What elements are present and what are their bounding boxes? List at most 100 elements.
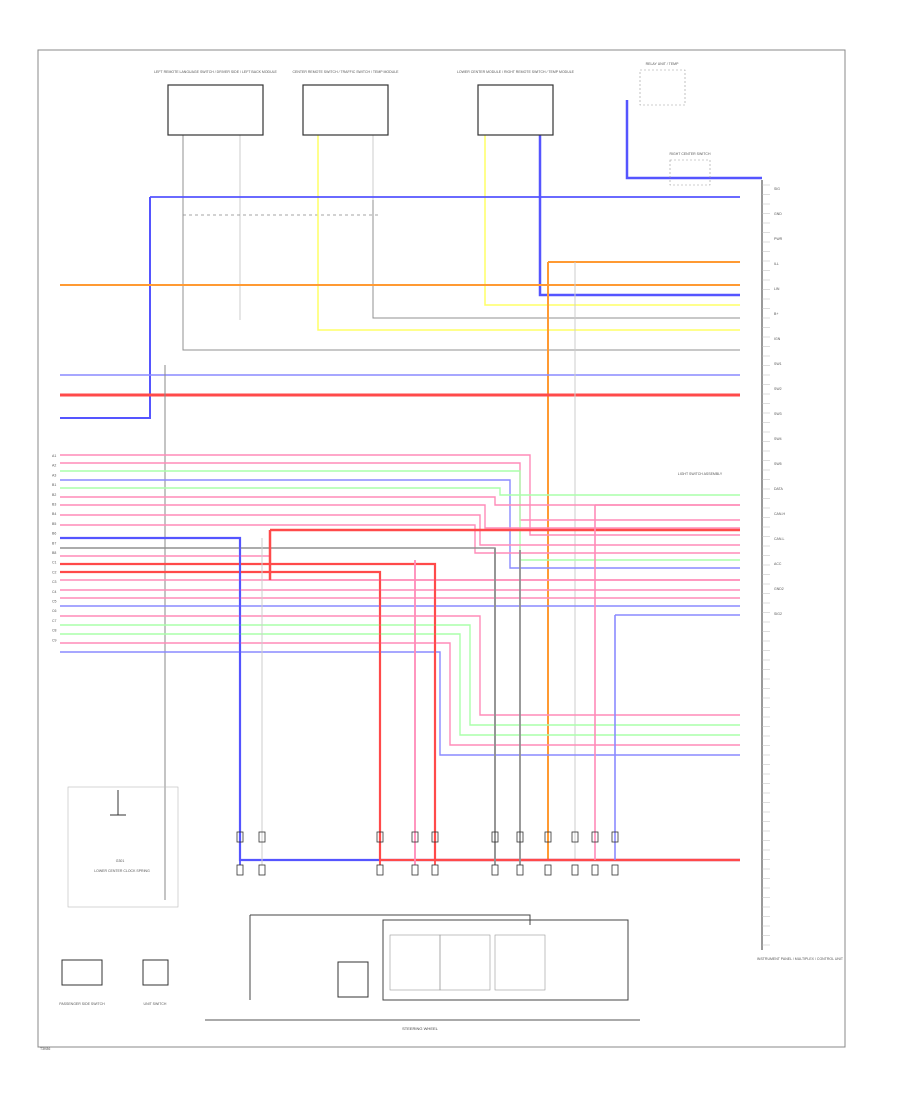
passenger-switch-label: PASSENGER SIDE SWITCH bbox=[59, 1002, 105, 1006]
lower-left-frame bbox=[67, 786, 179, 908]
components-layer bbox=[61, 69, 770, 1021]
bottom-connector bbox=[258, 831, 266, 843]
bundle-wire bbox=[60, 470, 740, 561]
bottom-connector bbox=[571, 831, 579, 843]
bundle-wire bbox=[60, 547, 740, 861]
center-switch-module-box bbox=[302, 84, 389, 136]
steering-sub-box-2 bbox=[439, 934, 491, 991]
bottom-connector bbox=[411, 864, 419, 876]
right-center-switch-label: RIGHT CENTER SWITCH bbox=[670, 152, 711, 156]
left-pin-label: A3 bbox=[52, 473, 56, 477]
left-switch-module-label: LEFT REMOTE LANGUAGE SWITCH / DRIVER SID… bbox=[154, 70, 277, 74]
bottom-connector bbox=[431, 831, 439, 843]
top-right-relay-label: RELAY UNIT / TEMP bbox=[646, 62, 679, 66]
right-pin-label: SW3 bbox=[774, 412, 782, 416]
left-pin-label: C5 bbox=[52, 600, 57, 604]
right-pin-label: GND2 bbox=[774, 587, 784, 591]
right-pin-label: ACC bbox=[774, 562, 782, 566]
labels-layer: LEFT REMOTE LANGUAGE SWITCH / DRIVER SID… bbox=[40, 62, 844, 1051]
left-pin-label: B5 bbox=[52, 522, 56, 526]
blue-wire-relay bbox=[625, 100, 762, 180]
bottom-connector bbox=[376, 864, 384, 876]
center-switch-module-label: CENTER REMOTE SWITCH / TRAFFIC SWITCH / … bbox=[293, 70, 400, 74]
left-pin-label: C2 bbox=[52, 570, 57, 574]
passenger-switch-box bbox=[61, 959, 103, 986]
right-pin-label: SW4 bbox=[774, 437, 782, 441]
right-pin-label: ILL bbox=[774, 262, 779, 266]
speaker-unit-box bbox=[142, 959, 169, 986]
top-right-relay-box bbox=[639, 69, 686, 106]
left-pin-label: B6 bbox=[52, 532, 56, 536]
bottom-connector bbox=[376, 831, 384, 843]
bottom-connector bbox=[516, 831, 524, 843]
left-pin-label: A1 bbox=[52, 454, 56, 458]
bundle-wire bbox=[60, 624, 740, 726]
speaker-unit-label: UNIT SWITCH bbox=[144, 1002, 167, 1006]
right-center-switch-box bbox=[669, 159, 711, 186]
assist-module-label: LIGHT SWITCH ASSEMBLY bbox=[678, 472, 723, 476]
bundle-wire bbox=[60, 524, 740, 554]
bundle-wire bbox=[60, 642, 740, 746]
gray-wire-2 bbox=[372, 200, 740, 319]
left-pin-label: C7 bbox=[52, 619, 57, 623]
right-switch-module-box bbox=[477, 84, 554, 136]
right-pin-label: IGN bbox=[774, 337, 781, 341]
main-module-label: INSTRUMENT PANEL / MULTIPLEX / CONTROL U… bbox=[757, 957, 844, 961]
left-pin-label: B2 bbox=[52, 493, 56, 497]
bundle-wire bbox=[60, 536, 740, 862]
left-pin-label: B4 bbox=[52, 512, 56, 516]
bundle-wire bbox=[60, 487, 740, 496]
right-pin-label: LIN bbox=[774, 287, 780, 291]
bundle-wire bbox=[60, 496, 740, 506]
clock-spring-label: LOWER CENTER CLOCK SPRING bbox=[94, 869, 150, 873]
right-pin-label: SW5 bbox=[774, 462, 782, 466]
wires-layer bbox=[60, 100, 762, 900]
bundle-wire bbox=[60, 479, 740, 569]
page-frame bbox=[37, 49, 846, 1048]
ground-label: G301 bbox=[116, 859, 125, 863]
gray-wire bbox=[182, 200, 740, 351]
left-switch-module-box bbox=[167, 84, 264, 136]
bottom-connector bbox=[258, 864, 266, 876]
bundle-wire bbox=[60, 633, 740, 736]
bottom-connector bbox=[431, 864, 439, 876]
steering-top-line bbox=[250, 914, 531, 925]
bottom-connector bbox=[611, 864, 619, 876]
left-pin-label: B8 bbox=[52, 551, 56, 555]
page-code: T3K86 bbox=[40, 1047, 50, 1051]
left-pin-label: C1 bbox=[52, 561, 57, 565]
bottom-connector bbox=[236, 864, 244, 876]
right-pin-label: CAN-L bbox=[774, 537, 785, 541]
left-pin-label: B1 bbox=[52, 483, 56, 487]
left-pin-label: A2 bbox=[52, 464, 56, 468]
steering-sub-box-1 bbox=[389, 934, 441, 991]
right-pin-label: DATA bbox=[774, 487, 783, 491]
bottom-connector bbox=[591, 864, 599, 876]
right-pin-label: GND bbox=[774, 212, 782, 216]
left-pin-label: C6 bbox=[52, 609, 57, 613]
yellow-wire-2 bbox=[484, 135, 740, 306]
right-pin-label: SW2 bbox=[774, 387, 782, 391]
left-pin-label: C9 bbox=[52, 638, 57, 642]
right-pin-label: SIG bbox=[774, 187, 780, 191]
left-pin-label: B3 bbox=[52, 503, 56, 507]
bundle-wire bbox=[60, 651, 740, 756]
bottom-connector bbox=[516, 864, 524, 876]
bottom-connector bbox=[491, 864, 499, 876]
right-switch-module-label: LOWER CENTER MODULE / RIGHT REMOTE SWITC… bbox=[457, 70, 575, 74]
bottom-connector bbox=[236, 831, 244, 843]
steering-group-box bbox=[382, 919, 629, 1001]
right-pin-label: SIG2 bbox=[774, 612, 782, 616]
left-pin-label: B7 bbox=[52, 541, 56, 545]
bundle-wire bbox=[60, 504, 740, 529]
bottom-connector bbox=[544, 831, 552, 843]
bottom-connector bbox=[544, 864, 552, 876]
bottom-connector bbox=[411, 831, 419, 843]
left-pin-label: C3 bbox=[52, 580, 57, 584]
clock-spring-box bbox=[337, 961, 369, 998]
bundle-wire bbox=[60, 615, 740, 716]
steering-wheel-label: STEERING WHEEL bbox=[402, 1026, 439, 1031]
bottom-connector bbox=[491, 831, 499, 843]
steering-sub-box-3 bbox=[494, 934, 546, 991]
